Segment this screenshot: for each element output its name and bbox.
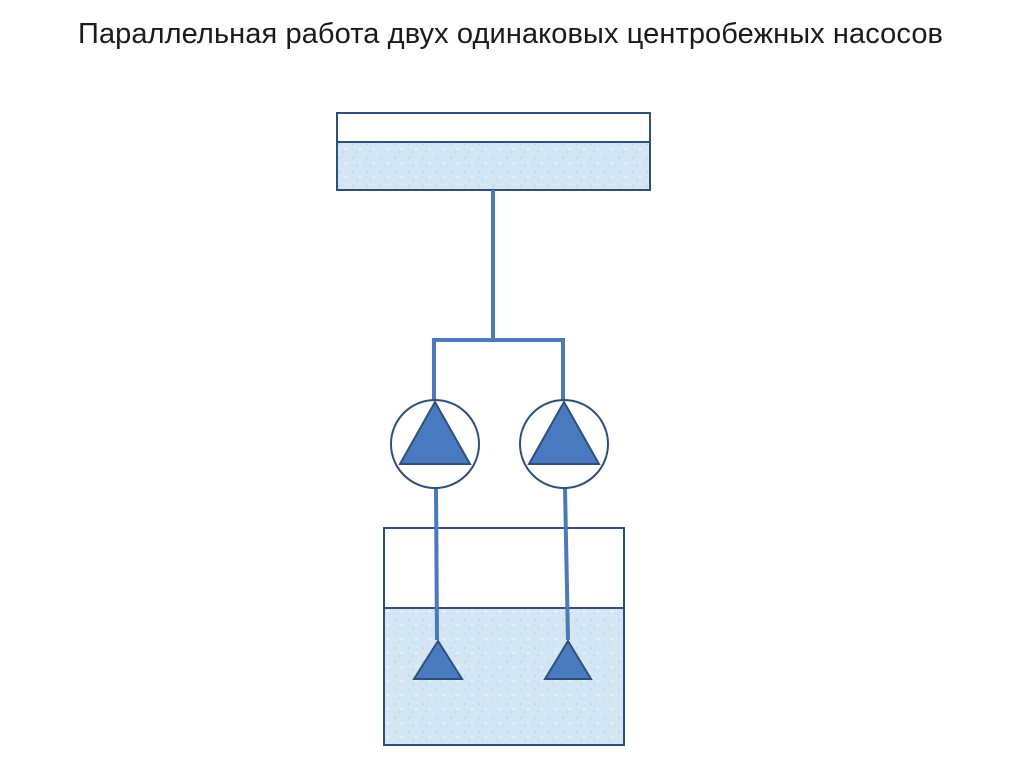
pump-right-triangle-icon xyxy=(527,399,601,465)
pump-left xyxy=(390,399,480,489)
discharge-header-pipe xyxy=(432,338,565,400)
pump-left-triangle-icon xyxy=(398,399,472,465)
intake-right-icon xyxy=(543,639,593,680)
upper-tank xyxy=(336,112,651,191)
lower-tank-outline xyxy=(383,527,625,746)
slide-title: Параллельная работа двух одинаковых цент… xyxy=(78,18,944,50)
pipes xyxy=(432,190,570,641)
lower-tank xyxy=(383,527,625,746)
suction-pipe-right xyxy=(563,487,570,641)
pump-right xyxy=(519,399,609,489)
suction-pipe-left xyxy=(434,487,439,641)
intake-left-icon xyxy=(412,639,464,680)
upper-tank-water xyxy=(338,142,649,189)
